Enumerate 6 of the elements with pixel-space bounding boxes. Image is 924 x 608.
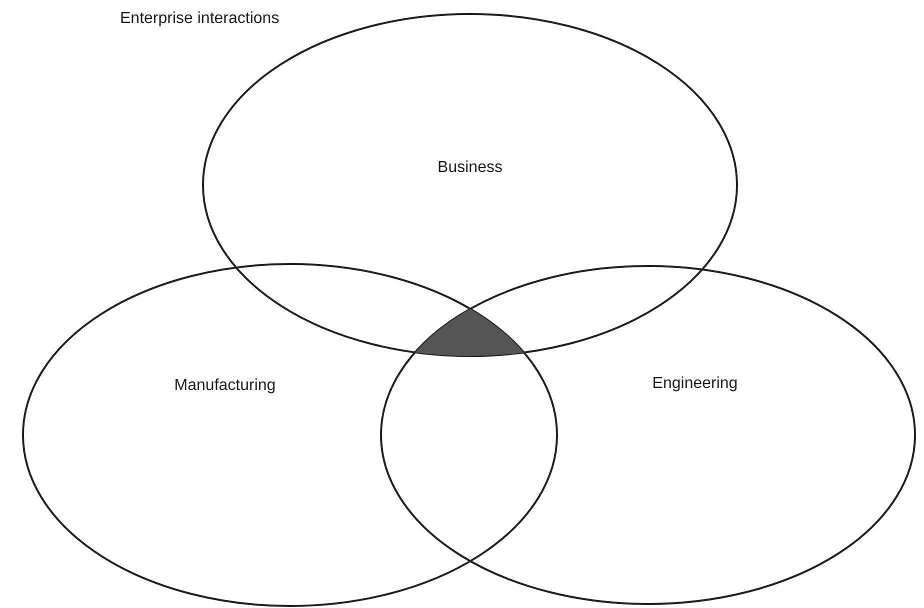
set-ellipse [22,263,558,607]
set-ellipse [380,265,916,605]
diagram-title: Enterprise interactions [120,10,280,28]
set-label: Engineering [652,375,738,393]
set-label: Manufacturing [174,377,276,395]
set-label: Business [438,159,502,177]
